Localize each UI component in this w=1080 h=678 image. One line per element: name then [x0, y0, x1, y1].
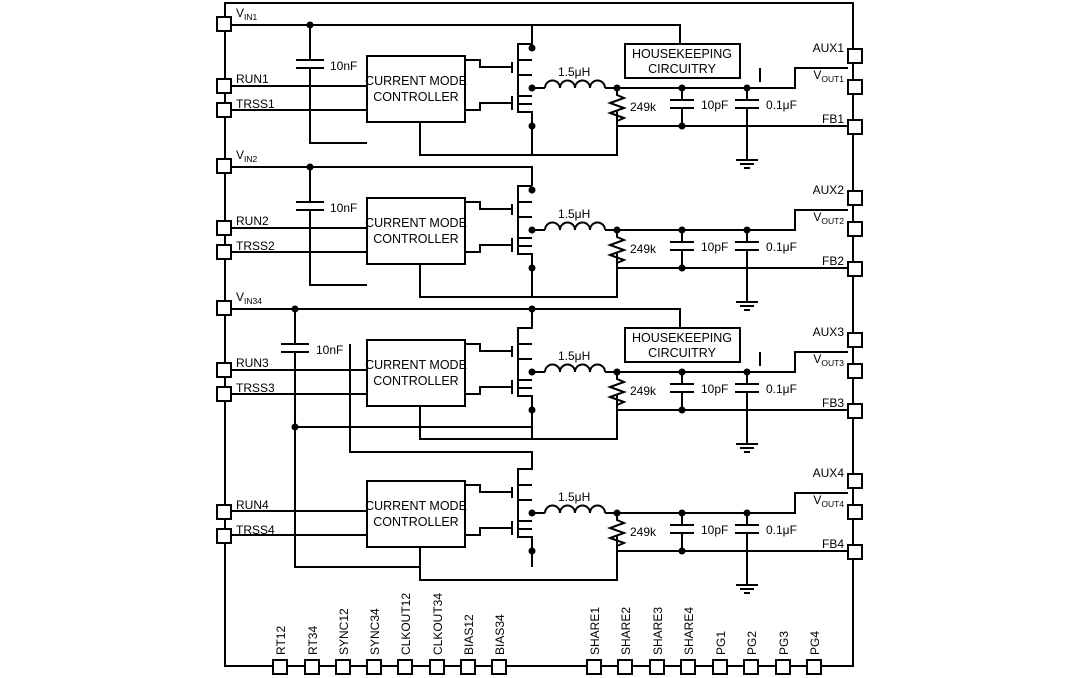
cap-out-3-label: 0.1μF — [766, 382, 797, 396]
controller-2-line2: CONTROLLER — [373, 232, 458, 246]
controller-3-line1: CURRENT MODE — [365, 358, 467, 372]
pin-aux3-label: AUX3 — [813, 325, 845, 339]
wires — [224, 2, 854, 667]
channel-1 — [232, 24, 848, 169]
resistor-1-label: 249k — [630, 100, 657, 114]
pin-share4-label: SHARE4 — [682, 607, 696, 655]
controller-box-1 — [366, 55, 466, 123]
inductor-2-label: 1.5μH — [558, 207, 590, 221]
pin-aux2-label: AUX2 — [813, 183, 845, 197]
controller-4-line1: CURRENT MODE — [365, 499, 467, 513]
cap-in-1-label: 10nF — [330, 59, 357, 73]
controller-4-line2: CONTROLLER — [373, 515, 458, 529]
cap-out-4-label: 0.1μF — [766, 523, 797, 537]
pin-vin2-label: VIN2 — [236, 148, 258, 164]
pin-trss3-label: TRSS3 — [236, 381, 275, 395]
pin-run1-label: RUN1 — [236, 72, 269, 86]
channel-4 — [232, 468, 848, 594]
pin-pg3-label: PG3 — [777, 631, 791, 655]
pin-trss2-label: TRSS2 — [236, 239, 275, 253]
pin-trss1-label: TRSS1 — [236, 97, 275, 111]
pin-share3-label: SHARE3 — [651, 607, 665, 655]
cap-in-2-label: 10nF — [330, 201, 357, 215]
housekeeping-box-1 — [624, 43, 741, 79]
channel-3 — [232, 308, 848, 453]
pin-fb3-label: FB3 — [822, 396, 844, 410]
pin-vout2-label: VOUT2 — [813, 210, 844, 226]
pin-sync34-label: SYNC34 — [368, 608, 382, 655]
cap-in-34-label: 10nF — [316, 343, 343, 357]
pin-vin34-label: VIN34 — [236, 290, 262, 306]
pin-run2-label: RUN2 — [236, 214, 269, 228]
inductor-4-label: 1.5μH — [558, 490, 590, 504]
housekeeping-3-line2: CIRCUITRY — [648, 346, 716, 360]
pin-fb4-label: FB4 — [822, 537, 844, 551]
pin-rt34-label: RT34 — [306, 626, 320, 655]
cap-out-1-label: 0.1μF — [766, 98, 797, 112]
resistor-3-label: 249k — [630, 384, 657, 398]
pin-vout4-label: VOUT4 — [813, 493, 844, 509]
resistor-4-label: 249k — [630, 525, 657, 539]
bottom-pin-labels: RT12 RT34 SYNC12 SYNC34 CLKOUT12 CLKOUT3… — [274, 593, 822, 655]
controller-3-line2: CONTROLLER — [373, 374, 458, 388]
pin-run3-label: RUN3 — [236, 356, 269, 370]
pin-share1-label: SHARE1 — [588, 607, 602, 655]
housekeeping-1-line2: CIRCUITRY — [648, 62, 716, 76]
pin-sync12-label: SYNC12 — [337, 608, 351, 655]
pin-pg1-label: PG1 — [714, 631, 728, 655]
pin-fb1-label: FB1 — [822, 112, 844, 126]
controller-box-4 — [366, 480, 466, 548]
pin-vout1-label: VOUT1 — [813, 68, 844, 84]
pin-pg4-label: PG4 — [808, 631, 822, 655]
cap-small-3-label: 10pF — [701, 382, 728, 396]
pin-run4-label: RUN4 — [236, 498, 269, 512]
pin-clkout34-label: CLKOUT34 — [431, 593, 445, 655]
pin-pg2-label: PG2 — [745, 631, 759, 655]
inductor-1-label: 1.5μH — [558, 65, 590, 79]
controller-1-line2: CONTROLLER — [373, 90, 458, 104]
pin-fb2-label: FB2 — [822, 254, 844, 268]
pin-vout3-label: VOUT3 — [813, 352, 844, 368]
controller-2-line1: CURRENT MODE — [365, 216, 467, 230]
controller-box-3 — [366, 339, 466, 407]
controller-box-2 — [366, 197, 466, 265]
left-pin-labels: VIN1 RUN1 TRSS1 VIN2 RUN2 TRSS2 VIN34 RU… — [236, 6, 275, 537]
component-labels: 10nF 10nF 10nF 1.5μH 1.5μH 1.5μH 1.5μH 2… — [316, 59, 797, 539]
resistor-2-label: 249k — [630, 242, 657, 256]
pin-bias12-label: BIAS12 — [462, 614, 476, 655]
pin-rt12-label: RT12 — [274, 626, 288, 655]
cap-small-4-label: 10pF — [701, 523, 728, 537]
pin-trss4-label: TRSS4 — [236, 523, 275, 537]
pin-aux1-label: AUX1 — [813, 41, 845, 55]
junction-dots — [291, 21, 751, 555]
housekeeping-3-line1: HOUSEKEEPING — [632, 331, 732, 345]
cap-small-1-label: 10pF — [701, 98, 728, 112]
pin-bias34-label: BIAS34 — [493, 614, 507, 655]
controller-1-line1: CURRENT MODE — [365, 74, 467, 88]
inductor-3-label: 1.5μH — [558, 349, 590, 363]
cap-out-2-label: 0.1μF — [766, 240, 797, 254]
pin-squares — [216, 16, 863, 675]
channel-2 — [232, 166, 848, 311]
pin-share2-label: SHARE2 — [619, 607, 633, 655]
housekeeping-1-line1: HOUSEKEEPING — [632, 47, 732, 61]
box-labels: CURRENT MODE CONTROLLER CURRENT MODE CON… — [365, 47, 732, 529]
cap-small-2-label: 10pF — [701, 240, 728, 254]
right-pin-labels: AUX1 VOUT1 FB1 AUX2 VOUT2 FB2 AUX3 VOUT3… — [813, 41, 845, 551]
pin-clkout12-label: CLKOUT12 — [399, 593, 413, 655]
housekeeping-box-3 — [624, 327, 741, 363]
pin-vin1-label: VIN1 — [236, 6, 258, 22]
pin-aux4-label: AUX4 — [813, 466, 845, 480]
